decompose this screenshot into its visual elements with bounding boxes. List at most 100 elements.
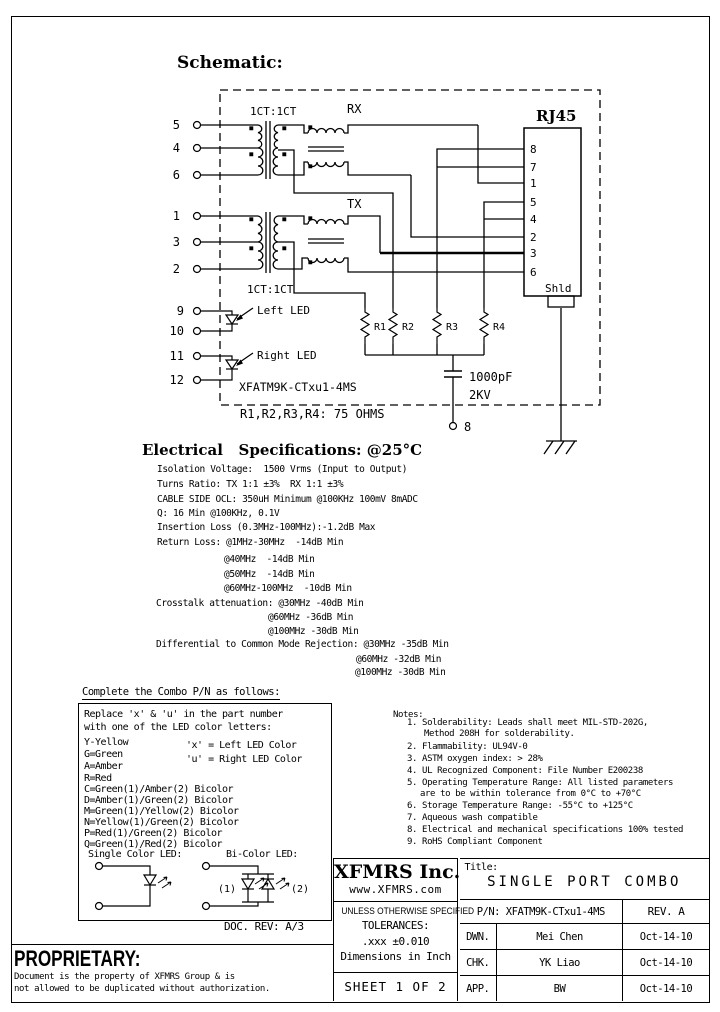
rx-transformer bbox=[249, 121, 287, 179]
company-name: XFMRS Inc. bbox=[334, 861, 461, 883]
dwn-name: Mei Chen bbox=[536, 930, 583, 943]
led-diagrams: (1) (2) bbox=[94, 861, 309, 911]
led-code: Y-Yellow bbox=[84, 737, 129, 748]
spec-line: Differential to Common Mode Rejection: @… bbox=[156, 639, 449, 650]
rx-choke bbox=[307, 125, 345, 169]
chk-name: YK Liao bbox=[539, 956, 580, 969]
chk-label: CHK. bbox=[466, 956, 490, 969]
spec-line: Insertion Loss (0.3MHz-100MHz):-1.2dB Ma… bbox=[157, 522, 376, 533]
part-number-text: P/N: XFATM9K-CTxu1-4MS bbox=[476, 905, 606, 918]
spec-line: Return Loss: @1MHz-30MHz -14dB Min bbox=[157, 537, 344, 548]
spec-line: @60MHz -32dB Min bbox=[356, 654, 442, 665]
part-number: XFATM9K-CTxu1-4MS bbox=[239, 380, 357, 394]
rx-label: RX bbox=[347, 102, 362, 116]
dwn-label-cell: DWN. bbox=[459, 924, 497, 950]
title-block: XFMRS Inc. www.XFMRS.com UNLESS OTHERWIS… bbox=[333, 858, 709, 1001]
app-label-cell: APP. bbox=[460, 976, 497, 1001]
single-led-label: Single Color LED: bbox=[88, 849, 182, 860]
rj45-label: RJ45 bbox=[536, 107, 576, 125]
app-label: APP. bbox=[466, 982, 490, 995]
page-border bbox=[11, 16, 710, 1003]
company-website: www.XFMRS.com bbox=[349, 883, 442, 896]
pin-label: 2 bbox=[173, 262, 180, 276]
pin-label: 11 bbox=[170, 349, 184, 363]
light-emission-icon bbox=[254, 877, 269, 890]
shield-label: Shld bbox=[545, 282, 572, 295]
pin-label: 9 bbox=[177, 304, 184, 318]
title-cell: Title: SINGLE PORT COMBO bbox=[459, 858, 709, 900]
cap-rating-label: 2KV bbox=[469, 388, 491, 402]
cap-pin-label: 8 bbox=[464, 420, 471, 434]
proprietary-line: not allowed to be duplicated without aut… bbox=[14, 984, 270, 994]
spec-line: Isolation Voltage: 1500 Vrms (Input to O… bbox=[157, 464, 408, 475]
proprietary-block: PROPRIETARY: Document is the property of… bbox=[11, 944, 333, 1002]
proprietary-heading: PROPRIETARY: bbox=[14, 946, 141, 971]
sheet-cell: SHEET 1 OF 2 bbox=[333, 973, 458, 1001]
chk-name-cell: YK Liao bbox=[497, 950, 622, 976]
module-dashed-box bbox=[219, 89, 601, 406]
pin-label: 12 bbox=[170, 373, 184, 387]
ground-symbol bbox=[543, 440, 577, 455]
revision: REV. A bbox=[647, 904, 685, 918]
resistor-label: R2 bbox=[402, 322, 414, 333]
led-code: A=Amber bbox=[84, 761, 123, 772]
spec-line: @60MHz-100MHz -10dB Min bbox=[224, 583, 352, 594]
led-code: R=Red bbox=[84, 773, 112, 784]
right-led-label: Right LED bbox=[257, 349, 317, 362]
tx-choke bbox=[307, 216, 345, 265]
combo-line: with one of the LED color letters: bbox=[84, 722, 272, 733]
ratio-label-bottom: 1CT:1CT bbox=[247, 283, 294, 296]
led-code: D=Amber(1)/Green(2) Bicolor bbox=[84, 795, 234, 806]
rj45-pin-labels: 8 7 1 5 4 2 3 6 bbox=[530, 143, 537, 279]
specs-heading: Electrical Specifications: @25°C bbox=[142, 441, 423, 459]
svg-text:7: 7 bbox=[530, 161, 537, 174]
hv-capacitor bbox=[444, 370, 462, 378]
notes-heading: Notes: bbox=[393, 710, 424, 720]
led-code: G=Green bbox=[84, 749, 123, 760]
chk-date: Oct-14-10 bbox=[639, 956, 693, 969]
app-name-cell: BW bbox=[497, 976, 622, 1001]
rj45-shield-tab bbox=[547, 295, 575, 308]
note-line: are to be within tolerance from 0°C to +… bbox=[420, 789, 641, 799]
svg-text:4: 4 bbox=[530, 213, 537, 226]
spec-line: Turns Ratio: TX 1:1 ±3% RX 1:1 ±3% bbox=[157, 479, 344, 490]
pin-label: 3 bbox=[173, 235, 180, 249]
dwn-label: DWN. bbox=[466, 930, 490, 943]
spec-line: @50MHz -14dB Min bbox=[224, 569, 315, 580]
x-note: 'x' = Left LED Color bbox=[186, 740, 297, 751]
svg-text:5: 5 bbox=[530, 196, 537, 209]
note-line: Method 208H for solderability. bbox=[424, 729, 575, 739]
pin-label: 5 bbox=[173, 118, 180, 132]
dwn-date: Oct-14-10 bbox=[639, 930, 693, 943]
spec-line: Crosstalk attenuation: @30MHz -40dB Min bbox=[156, 598, 364, 609]
sheet-number: SHEET 1 OF 2 bbox=[344, 979, 447, 994]
app-date: Oct-14-10 bbox=[639, 982, 693, 995]
spec-line: @100MHz -30dB Min bbox=[268, 626, 359, 637]
schematic-wires bbox=[200, 124, 562, 441]
schematic-drawing: 5 4 6 1 3 2 9 10 11 12 bbox=[170, 89, 601, 455]
svg-text:6: 6 bbox=[530, 266, 537, 279]
tolerances-cell: UNLESS OTHERWISE SPECIFIED TOLERANCES: .… bbox=[333, 902, 474, 973]
ratio-label-top: 1CT:1CT bbox=[250, 105, 297, 118]
svg-text:1: 1 bbox=[530, 177, 537, 190]
note-line: 3. ASTM oxygen index: > 28% bbox=[407, 754, 543, 764]
note-line: 5. Operating Temperature Range: All list… bbox=[407, 778, 673, 788]
resistor-note: R1,R2,R3,R4: 75 OHMS bbox=[240, 407, 385, 421]
svg-text:2: 2 bbox=[530, 231, 537, 244]
combo-heading: Complete the Combo P/N as follows: bbox=[82, 686, 280, 700]
led-code: C=Green(1)/Amber(2) Bicolor bbox=[84, 784, 234, 795]
left-led-symbol bbox=[200, 307, 254, 332]
chk-label-cell: CHK. bbox=[459, 950, 497, 976]
led2-label: (2) bbox=[291, 884, 309, 895]
spec-line: @40MHz -14dB Min bbox=[224, 554, 315, 565]
light-emission-icon bbox=[157, 876, 172, 889]
schematic-heading: Schematic: bbox=[177, 53, 283, 73]
u-note: 'u' = Right LED Color bbox=[186, 754, 302, 765]
led-code: N=Yellow(1)/Green(2) Bicolor bbox=[84, 817, 239, 828]
pin-label: 10 bbox=[170, 324, 184, 338]
note-line: 1. Solderability: Leads shall meet MIL-S… bbox=[407, 718, 648, 728]
resistor-label: R1 bbox=[374, 322, 386, 333]
combo-line: Replace 'x' & 'u' in the part number bbox=[84, 709, 283, 720]
tx-transformer bbox=[249, 212, 287, 273]
